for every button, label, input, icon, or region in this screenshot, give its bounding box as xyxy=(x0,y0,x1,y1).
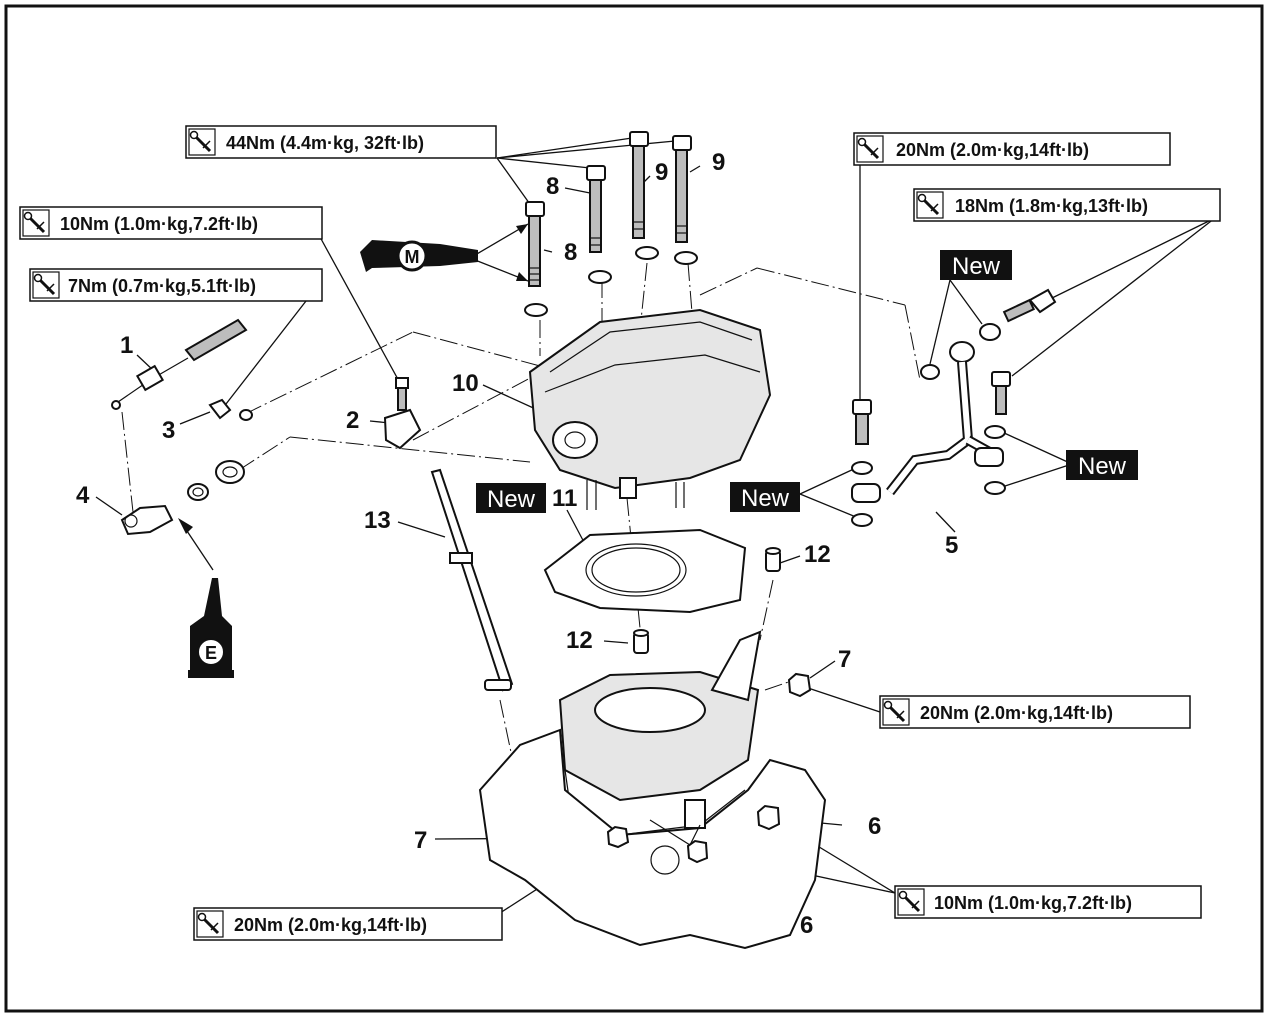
torque-box-7: 7Nm (0.7m·kg,5.1ft·lb) xyxy=(29,268,323,302)
new-label: New xyxy=(487,486,536,513)
torque-wrench-icon xyxy=(855,134,885,164)
torque-box-20-right: 20Nm (2.0m·kg,14ft·lb) xyxy=(879,695,1191,729)
part-number-8-lower: 8 xyxy=(564,239,577,266)
part-number-11: 11 xyxy=(552,485,577,512)
new-label: New xyxy=(1078,453,1127,480)
frame-border xyxy=(4,4,1264,1013)
new-tag-middle: New xyxy=(730,482,800,512)
part-number-10: 10 xyxy=(452,370,479,397)
torque-label-7: 7Nm (0.7m·kg,5.1ft·lb) xyxy=(68,276,256,296)
part-number-5: 5 xyxy=(945,532,958,559)
nut-7-lower xyxy=(606,825,630,849)
new-tag-right: New xyxy=(1066,450,1138,480)
nut-6-upper xyxy=(756,804,781,831)
torque-wrench-icon xyxy=(195,909,225,939)
part-number-7-lower: 7 xyxy=(414,827,427,854)
cylinder-block xyxy=(558,630,762,836)
part-number-1: 1 xyxy=(120,332,133,359)
decompression-cable xyxy=(111,318,248,410)
nut-7-upper xyxy=(787,672,812,698)
torque-label-20-right: 20Nm (2.0m·kg,14ft·lb) xyxy=(920,703,1113,723)
part-number-13: 13 xyxy=(364,507,391,534)
part-number-6-upper: 6 xyxy=(868,813,881,840)
nut-6-lower xyxy=(686,839,709,864)
spring xyxy=(187,483,209,501)
part-number-3: 3 xyxy=(162,417,175,444)
copper-washers xyxy=(851,323,1006,527)
union-bolts xyxy=(991,288,1057,415)
part-number-9-left: 9 xyxy=(655,159,668,186)
part-number-12-upper: 12 xyxy=(804,541,831,568)
part-number-12-lower: 12 xyxy=(566,627,593,654)
dowel-pin-lower xyxy=(633,629,649,654)
torque-label-10-top: 10Nm (1.0m·kg,7.2ft·lb) xyxy=(60,214,258,234)
oil-line-bolt xyxy=(852,399,872,445)
oil-delivery-pipe xyxy=(851,341,1004,503)
cylinder-gasket xyxy=(543,528,747,614)
part-number-7-upper: 7 xyxy=(838,646,851,673)
torque-box-10-bottom: 10Nm (1.0m·kg,7.2ft·lb) xyxy=(894,885,1202,919)
molybdenum-grease-tube: M xyxy=(360,240,478,272)
part-number-2: 2 xyxy=(346,407,359,434)
torque-box-10-top: 10Nm (1.0m·kg,7.2ft·lb) xyxy=(19,206,323,240)
bolt-9-left xyxy=(629,131,659,260)
bolt-8-right xyxy=(586,165,612,284)
torque-label-20-top: 20Nm (2.0m·kg,14ft·lb) xyxy=(896,140,1089,160)
torque-wrench-icon xyxy=(896,887,926,917)
torque-box-20-top: 20Nm (2.0m·kg,14ft·lb) xyxy=(853,132,1171,166)
torque-wrench-icon xyxy=(915,190,945,220)
torque-wrench-icon xyxy=(881,697,911,727)
engine-oil-symbol: E xyxy=(205,643,217,663)
bracket-2 xyxy=(383,408,422,450)
moly-grease-symbol: M xyxy=(405,247,420,267)
new-tag-gasket: New xyxy=(476,483,546,513)
torque-label-10-bottom: 10Nm (1.0m·kg,7.2ft·lb) xyxy=(934,893,1132,913)
cylinder-head xyxy=(528,308,772,510)
torque-wrench-icon xyxy=(21,208,51,238)
torque-wrench-icon xyxy=(31,270,61,300)
torque-label-44: 44Nm (4.4m·kg, 32ft·lb) xyxy=(226,133,424,153)
lever-4 xyxy=(120,504,174,536)
new-label: New xyxy=(741,485,790,512)
torque-box-20-bottom: 20Nm (2.0m·kg,14ft·lb) xyxy=(193,907,503,941)
timing-chain-guide xyxy=(430,468,514,692)
part-number-9-right: 9 xyxy=(712,149,725,176)
collar xyxy=(215,460,245,484)
new-tag-top: New xyxy=(940,250,1012,280)
engine-oil-can: E xyxy=(188,578,234,678)
part-numbers: 1 2 3 4 5 6 6 7 7 8 8 9 9 10 11 12 12 13 xyxy=(76,149,958,939)
torque-label-20-bottom: 20Nm (2.0m·kg,14ft·lb) xyxy=(234,915,427,935)
bolt-2 xyxy=(395,377,409,411)
dowel-pin-upper xyxy=(765,547,781,572)
torque-box-18: 18Nm (1.8m·kg,13ft·lb) xyxy=(913,188,1221,222)
crankcase xyxy=(478,728,827,950)
new-label: New xyxy=(952,253,1001,280)
cable-end-3 xyxy=(208,398,253,421)
part-number-4: 4 xyxy=(76,482,90,509)
bolt-9-right xyxy=(672,135,698,265)
torque-box-44: 44Nm (4.4m·kg, 32ft·lb) xyxy=(185,125,497,159)
part-number-8-upper: 8 xyxy=(546,173,559,200)
bolt-8-left xyxy=(524,201,548,317)
torque-label-18: 18Nm (1.8m·kg,13ft·lb) xyxy=(955,196,1148,216)
torque-wrench-icon xyxy=(187,127,217,157)
part-number-6-lower: 6 xyxy=(800,912,813,939)
